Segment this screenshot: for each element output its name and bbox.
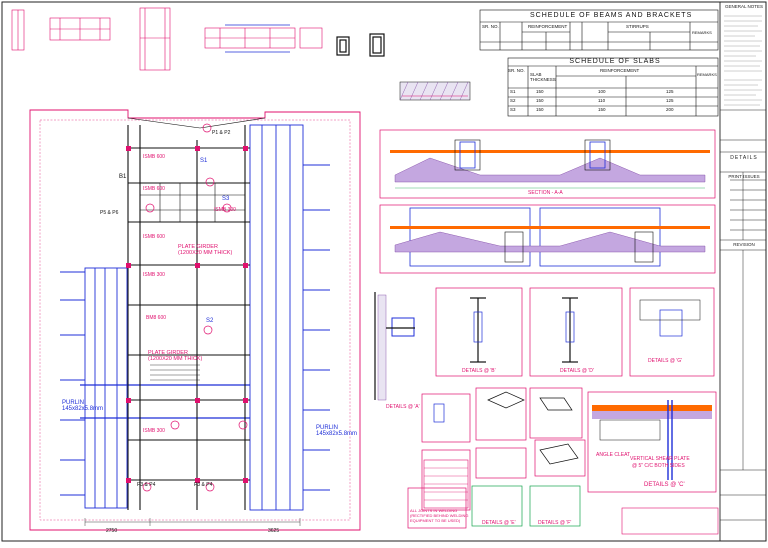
label-both-sides: @ 5" C/C BOTH SIDES bbox=[632, 463, 685, 469]
notes-box bbox=[621, 507, 719, 535]
top-left-details bbox=[11, 7, 323, 71]
label-ismb300-c: ISMB 300 bbox=[143, 428, 165, 434]
label-angle-cleat: ANGLE CLEAT bbox=[596, 452, 631, 458]
slab-section-sketch bbox=[399, 81, 471, 101]
details-c-right bbox=[587, 391, 717, 493]
slabs-header-srno: SR. NO. bbox=[508, 68, 525, 73]
dimension-left: 2750 bbox=[106, 528, 118, 534]
general-notes-text bbox=[724, 15, 762, 106]
section-aa bbox=[379, 129, 716, 199]
section-bb bbox=[379, 204, 716, 274]
label-details-d: DETAILS @ 'D' bbox=[560, 368, 594, 374]
slabs-header-reinforcement: REINFORCEMENT bbox=[600, 68, 640, 73]
label-ismb300-b: ISMB 300 bbox=[143, 272, 165, 278]
label-details-f: DETAILS @ 'F' bbox=[538, 520, 572, 526]
note-all-joints: ALL JOINTS IN WELDING (RECTIFIED BEHIND … bbox=[410, 508, 469, 523]
beams-schedule-table bbox=[479, 9, 719, 51]
label-ismb600-c: ISMB 600 bbox=[143, 234, 165, 240]
label-ismb300-a: ISMB 300 bbox=[214, 207, 236, 213]
floor-plan bbox=[29, 109, 361, 531]
details-bcd bbox=[435, 287, 715, 377]
label-b1: B1 bbox=[119, 174, 127, 180]
slab-row-s1-thk: 150 bbox=[536, 89, 544, 94]
slab-row-s3-thk: 150 bbox=[536, 107, 544, 112]
column-sections-small bbox=[336, 33, 385, 57]
slab-row-s3-id: S3 bbox=[510, 107, 516, 112]
title-block-details: DETAILS bbox=[730, 155, 758, 161]
label-details-e: DETAILS @ 'E' bbox=[482, 520, 516, 526]
label-ismb600-a: ISMB 600 bbox=[143, 154, 165, 160]
dimension-right: 3625 bbox=[268, 528, 280, 534]
title-block bbox=[719, 2, 766, 541]
slabs-schedule-title: SCHEDULE OF SLABS bbox=[569, 58, 661, 65]
label-plate-girder-1: PLATE GIRDER (1200X20 MM THICK) bbox=[178, 244, 233, 256]
slab-row-s1-dist: 125 bbox=[666, 89, 674, 94]
slab-row-s3-dist: 200 bbox=[666, 107, 674, 112]
beams-header-reinf: REINFORCEMENT bbox=[528, 24, 568, 29]
beams-header-remarks: REMARKS bbox=[692, 30, 712, 35]
slab-row-s2-dist: 125 bbox=[666, 98, 674, 103]
label-p5p6: P5 & P6 bbox=[100, 210, 119, 216]
slab-row-s2-main: 110 bbox=[598, 98, 606, 103]
slabs-header-remarks: REMARKS bbox=[697, 72, 717, 77]
beams-header-srno: SR. NO. bbox=[482, 24, 499, 29]
label-bm600: BM8 600 bbox=[146, 315, 167, 321]
title-block-revision: REVISION bbox=[733, 242, 755, 247]
beams-schedule-title: SCHEDULE OF BEAMS AND BRACKETS bbox=[530, 12, 693, 19]
label-s3: S3 bbox=[222, 196, 230, 202]
label-vertical-shear-plate: VERTICAL SHEAR PLATE bbox=[630, 456, 690, 462]
label-s1: S1 bbox=[200, 158, 208, 164]
label-section-aa: SECTION - A-A bbox=[528, 190, 563, 196]
legend-table bbox=[423, 459, 469, 509]
label-details-b: DETAILS @ 'B' bbox=[462, 368, 496, 374]
title-block-general-notes: GENERAL NOTES bbox=[724, 4, 764, 9]
label-p3p4-right: P3 & P4 bbox=[194, 482, 213, 488]
slabs-schedule-table bbox=[507, 57, 719, 117]
label-p3p4-left: P3 & P4 bbox=[137, 482, 156, 488]
label-s2: S2 bbox=[206, 318, 214, 324]
label-plate-girder-2: PLATE GIRDER (1200X20 MM THICK) bbox=[148, 350, 203, 362]
label-details-c: DETAILS @ 'C' bbox=[644, 482, 685, 488]
details-a-drawing bbox=[374, 292, 415, 401]
label-ismb600-b: ISMB 600 bbox=[143, 186, 165, 192]
slab-row-s3-main: 150 bbox=[598, 107, 606, 112]
label-purlin-right: PURLIN 145x82x5.8mm bbox=[316, 425, 358, 437]
title-block-print-issues: PRINT ISSUES bbox=[728, 174, 760, 179]
slab-row-s1-main: 100 bbox=[598, 89, 606, 94]
details-efg bbox=[407, 387, 586, 529]
label-p1p2: P1 & P2 bbox=[212, 130, 231, 136]
label-purlin-left: PURLIN 145x82x5.8mm bbox=[62, 400, 104, 412]
slabs-header-thickness: SLAB THICKNESS bbox=[530, 72, 556, 82]
label-details-a: DETAILS @ 'A' bbox=[386, 404, 420, 410]
beams-header-stirrups: STIRRUPS bbox=[626, 24, 649, 29]
beam-elevation-small bbox=[225, 24, 290, 53]
label-details-g: DETAILS @ 'G' bbox=[648, 358, 683, 364]
slab-row-s1-id: S1 bbox=[510, 89, 516, 94]
slab-row-s2-thk: 150 bbox=[536, 98, 544, 103]
slab-row-s2-id: S2 bbox=[510, 98, 516, 103]
